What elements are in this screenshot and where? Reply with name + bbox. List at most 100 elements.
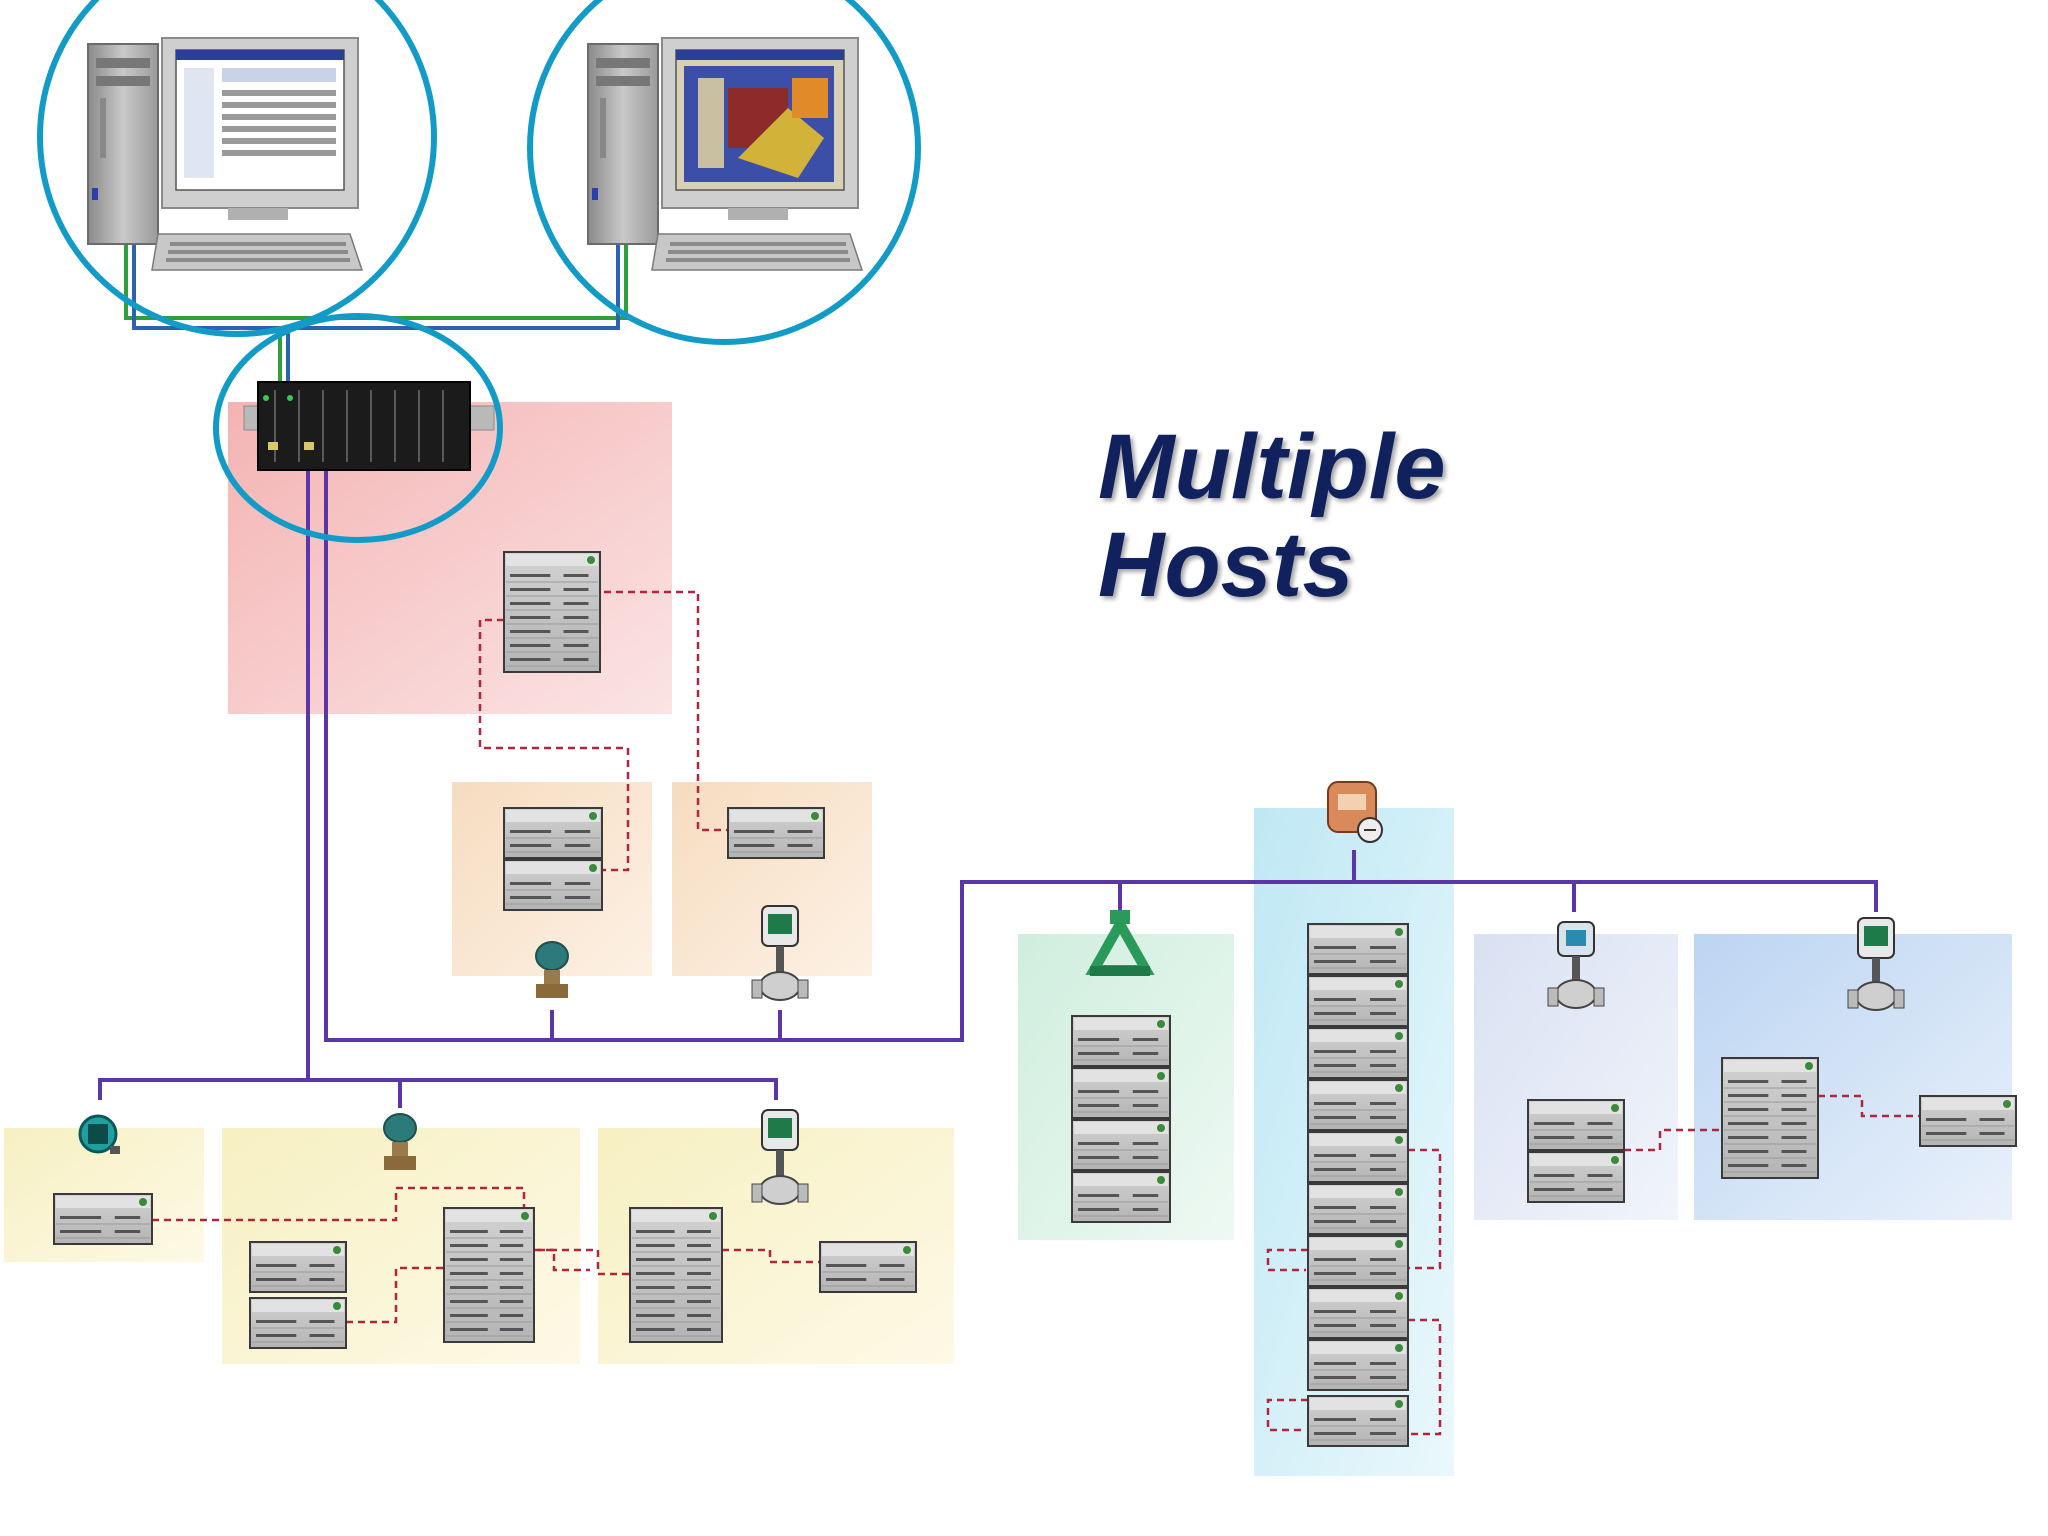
block-parameter-row — [1078, 1142, 1120, 1145]
function-block[interactable] — [1307, 923, 1409, 975]
function-block-header — [1310, 926, 1406, 938]
block-parameter-row — [636, 1258, 675, 1261]
block-parameter-row — [1314, 1310, 1356, 1313]
control-valve-icon[interactable] — [1547, 921, 1605, 1009]
function-block[interactable] — [1307, 1131, 1409, 1183]
block-parameter-value — [1781, 1108, 1807, 1111]
host-computer-right[interactable] — [587, 37, 864, 271]
pressure-transmitter-icon[interactable] — [383, 1113, 417, 1170]
block-status-icon — [1395, 1240, 1403, 1248]
control-valve-icon[interactable] — [1847, 917, 1905, 1011]
block-parameter-row — [510, 830, 552, 833]
block-parameter-row — [510, 602, 551, 605]
function-block-header — [632, 1210, 720, 1222]
function-block[interactable] — [503, 551, 601, 673]
block-parameter-row — [510, 658, 551, 661]
function-block[interactable] — [249, 1241, 347, 1293]
pressure-transmitter-icon[interactable] — [535, 941, 569, 998]
block-parameter-row — [1314, 1116, 1356, 1119]
function-block[interactable] — [1071, 1067, 1171, 1119]
control-valve-icon[interactable] — [751, 1109, 809, 1205]
block-parameter-row — [1078, 1052, 1120, 1055]
function-block[interactable] — [1721, 1057, 1819, 1179]
level-transmitter-icon[interactable] — [78, 1114, 120, 1154]
function-block[interactable] — [1307, 1079, 1409, 1131]
function-block[interactable] — [503, 807, 603, 859]
block-parameter-row — [1314, 1168, 1356, 1171]
function-block-header — [1922, 1098, 2014, 1110]
function-block[interactable] — [1071, 1171, 1171, 1223]
block-parameter-value — [687, 1244, 711, 1247]
function-block-header — [1530, 1154, 1622, 1166]
control-valve-icon[interactable] — [751, 905, 809, 1001]
block-parameter-value — [309, 1334, 335, 1337]
block-parameter-row — [450, 1230, 488, 1233]
function-block[interactable] — [1307, 1027, 1409, 1079]
block-parameter-row — [1078, 1090, 1120, 1093]
block-parameter-value — [687, 1328, 711, 1331]
block-parameter-row — [1314, 1012, 1356, 1015]
function-block[interactable] — [1307, 975, 1409, 1027]
function-block-header — [1310, 1186, 1406, 1198]
valve-positioner-icon[interactable] — [1327, 781, 1383, 843]
function-block[interactable] — [53, 1193, 153, 1245]
highlight-ring-host-left — [37, 0, 437, 337]
function-block[interactable] — [1919, 1095, 2017, 1147]
block-parameter-row — [60, 1230, 102, 1233]
block-parameter-value — [1370, 1362, 1396, 1365]
block-parameter-row — [1078, 1208, 1120, 1211]
block-parameter-row — [1314, 998, 1356, 1001]
block-parameter-row — [256, 1334, 297, 1337]
block-parameter-row — [636, 1244, 675, 1247]
mass-flowmeter-icon[interactable] — [1085, 910, 1155, 976]
function-block[interactable] — [1071, 1119, 1171, 1171]
block-parameter-row — [450, 1272, 488, 1275]
block-parameter-value — [499, 1258, 524, 1261]
desktop-computer-icon — [587, 37, 864, 271]
block-status-icon — [1395, 1400, 1403, 1408]
block-parameter-value — [309, 1264, 335, 1267]
block-parameter-row — [1314, 1220, 1356, 1223]
block-status-icon — [1611, 1104, 1619, 1112]
block-parameter-value — [1370, 998, 1396, 1001]
block-parameter-value — [563, 658, 589, 661]
block-status-icon — [1395, 1084, 1403, 1092]
function-block[interactable] — [1307, 1339, 1409, 1391]
block-parameter-row — [1314, 1258, 1356, 1261]
fieldbus-interface[interactable] — [243, 381, 495, 471]
function-block[interactable] — [1071, 1015, 1171, 1067]
block-parameter-value — [564, 830, 591, 833]
function-block[interactable] — [1307, 1287, 1409, 1339]
function-block[interactable] — [503, 859, 603, 911]
function-block[interactable] — [727, 807, 825, 859]
function-block-header — [1074, 1018, 1168, 1030]
slide-title-line-2: Hosts — [1098, 514, 1354, 616]
function-block-header — [506, 810, 600, 822]
function-block[interactable] — [249, 1297, 347, 1349]
block-status-icon — [2003, 1100, 2011, 1108]
function-block[interactable] — [629, 1207, 723, 1343]
block-parameter-row — [1534, 1122, 1575, 1125]
block-parameter-row — [1728, 1108, 1769, 1111]
block-parameter-value — [1370, 946, 1396, 949]
host-computer-left[interactable] — [87, 37, 364, 271]
function-block[interactable] — [443, 1207, 535, 1343]
block-parameter-value — [1370, 1324, 1396, 1327]
function-block[interactable] — [1307, 1395, 1409, 1447]
function-block[interactable] — [1307, 1235, 1409, 1287]
block-parameter-value — [499, 1230, 524, 1233]
block-parameter-row — [636, 1230, 675, 1233]
function-block[interactable] — [1307, 1183, 1409, 1235]
block-parameter-row — [1314, 1362, 1356, 1365]
function-block[interactable] — [1527, 1151, 1625, 1203]
function-block-header — [730, 810, 822, 822]
function-block[interactable] — [1527, 1099, 1625, 1151]
block-parameter-row — [826, 1278, 867, 1281]
block-parameter-value — [1370, 1012, 1396, 1015]
block-parameter-value — [1370, 1376, 1396, 1379]
block-parameter-value — [563, 602, 589, 605]
block-parameter-value — [1370, 1272, 1396, 1275]
block-parameter-value — [1370, 960, 1396, 963]
function-block[interactable] — [819, 1241, 917, 1293]
block-parameter-value — [879, 1264, 905, 1267]
